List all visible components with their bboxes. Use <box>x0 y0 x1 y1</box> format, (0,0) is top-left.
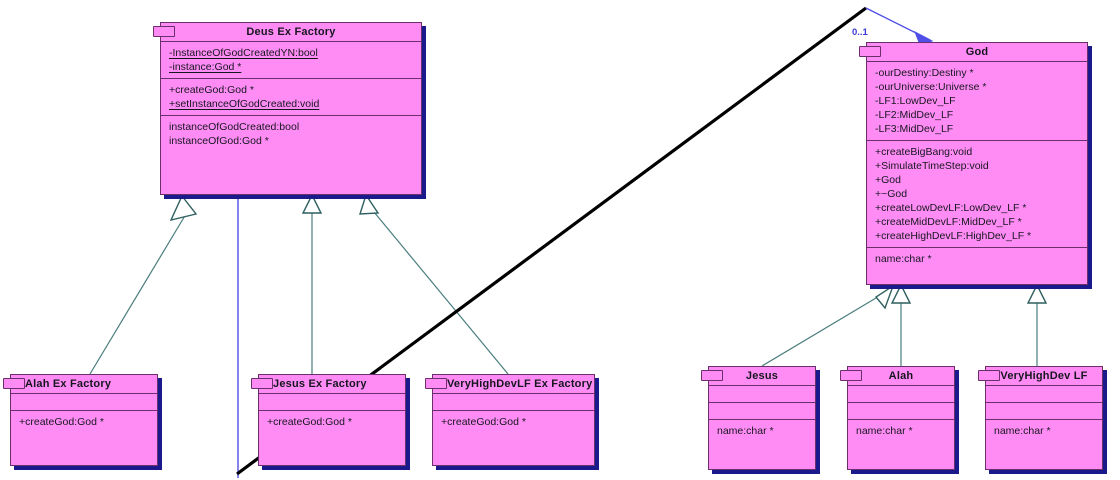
uml-class-title: Deus Ex Factory <box>161 23 421 42</box>
uml-member-row: +~God <box>875 188 908 200</box>
uml-member-row: -LF1:LowDev_LF <box>875 95 956 107</box>
uml-member-row: +God <box>875 174 901 186</box>
uml-member-row: name:char * <box>875 253 932 265</box>
uml-compartment <box>259 394 405 411</box>
uml-compartment: +createGod:God * <box>11 411 157 433</box>
uml-member-row: -instance:God * <box>169 61 242 73</box>
generalization-veryhighdevlf-to-god <box>1026 283 1048 366</box>
generalization-jesus-to-god <box>761 284 895 367</box>
uml-class-veryhighdev-lf[interactable]: VeryHighDev LF name:char * <box>978 366 1103 470</box>
uml-member-row: name:char * <box>856 425 913 437</box>
uml-class-jesus-ex-factory[interactable]: Jesus Ex Factory +createGod:God * <box>251 374 406 466</box>
uml-member-row: +createMidDevLF:MidDev_LF * <box>875 216 1022 228</box>
uml-class-alah-ex-factory[interactable]: Alah Ex Factory +createGod:God * <box>3 374 158 466</box>
uml-member-row: -LF2:MidDev_LF <box>875 109 954 121</box>
uml-compartment <box>986 403 1102 420</box>
generalization-jesus-factory-to-deus <box>301 193 323 374</box>
uml-member-row: -LF3:MidDev_LF <box>875 123 954 135</box>
uml-class-title: VeryHighDevLF Ex Factory <box>433 375 594 394</box>
generalization-alah-factory-to-deus <box>89 194 198 375</box>
uml-class-title: Jesus <box>709 367 815 386</box>
uml-member-row: +createGod:God * <box>169 84 254 96</box>
uml-compartment <box>848 403 954 420</box>
class-handle-icon <box>3 378 25 389</box>
uml-member-row: +createHighDevLF:HighDev_LF * <box>875 230 1032 242</box>
uml-compartment <box>433 394 594 411</box>
uml-member-row: name:char * <box>994 425 1051 437</box>
uml-class-title: Alah <box>848 367 954 386</box>
uml-compartment: +createGod:God * +setInstanceOfGodCreated… <box>161 79 421 116</box>
uml-member-row: -ourDestiny:Destiny * <box>875 67 974 79</box>
uml-compartment: name:char * <box>986 420 1102 442</box>
uml-class-title: Alah Ex Factory <box>11 375 157 394</box>
uml-member-row: instanceOfGod:God * <box>169 135 269 147</box>
uml-member-row: +createGod:God * <box>441 416 526 428</box>
uml-class-alah[interactable]: Alah name:char * <box>840 366 955 470</box>
uml-compartment <box>11 394 157 411</box>
uml-member-row: +setInstanceOfGodCreated:void <box>169 98 320 110</box>
uml-member-row: -ourUniverse:Universe * <box>875 81 987 93</box>
uml-class-veryhighdevlf-ex-factory[interactable]: VeryHighDevLF Ex Factory +createGod:God * <box>425 374 595 466</box>
generalization-veryhighdevlf-factory-to-deus <box>359 193 509 375</box>
uml-member-row: name:char * <box>717 425 774 437</box>
uml-member-row: instanceOfGodCreated:bool <box>169 121 300 133</box>
generalization-alah-to-god <box>890 283 912 366</box>
uml-compartment: name:char * <box>848 420 954 442</box>
uml-compartment: -InstanceOfGodCreatedYN:bool -instance:Go… <box>161 42 421 79</box>
uml-member-row: +SimulateTimeStep:void <box>875 160 989 172</box>
uml-class-jesus[interactable]: Jesus name:char * <box>701 366 816 470</box>
uml-compartment: -ourDestiny:Destiny * -ourUniverse:Univer… <box>867 62 1087 141</box>
uml-member-row: -InstanceOfGodCreatedYN:bool <box>169 47 318 59</box>
uml-compartment: instanceOfGodCreated:bool instanceOfGod:G… <box>161 116 421 152</box>
uml-compartment <box>986 386 1102 403</box>
uml-compartment: name:char * <box>709 420 815 442</box>
uml-class-title: God <box>867 43 1087 62</box>
uml-compartment <box>709 403 815 420</box>
uml-compartment: +createBigBang:void +SimulateTimeStep:voi… <box>867 141 1087 248</box>
uml-compartment: +createGod:God * <box>433 411 594 433</box>
uml-member-row: +createLowDevLF:LowDev_LF * <box>875 202 1027 214</box>
uml-member-row: +createGod:God * <box>267 416 352 428</box>
uml-compartment: name:char * <box>867 248 1087 270</box>
uml-compartment <box>709 386 815 403</box>
uml-member-row: +createBigBang:void <box>875 146 973 158</box>
class-handle-icon <box>153 26 175 37</box>
uml-compartment: +createGod:God * <box>259 411 405 433</box>
edge-label-multiplicity-0-1: 0..1 <box>852 27 868 38</box>
uml-member-row: +createGod:God * <box>19 416 104 428</box>
uml-class-title: Jesus Ex Factory <box>259 375 405 394</box>
uml-class-deus-ex-factory[interactable]: Deus Ex Factory-InstanceOfGodCreatedYN:b… <box>153 22 422 195</box>
uml-class-god[interactable]: God -ourDestiny:Destiny * -ourUniverse:Uni… <box>859 42 1088 285</box>
uml-compartment <box>848 386 954 403</box>
class-handle-icon <box>978 370 1000 381</box>
uml-class-title: VeryHighDev LF <box>986 367 1102 386</box>
